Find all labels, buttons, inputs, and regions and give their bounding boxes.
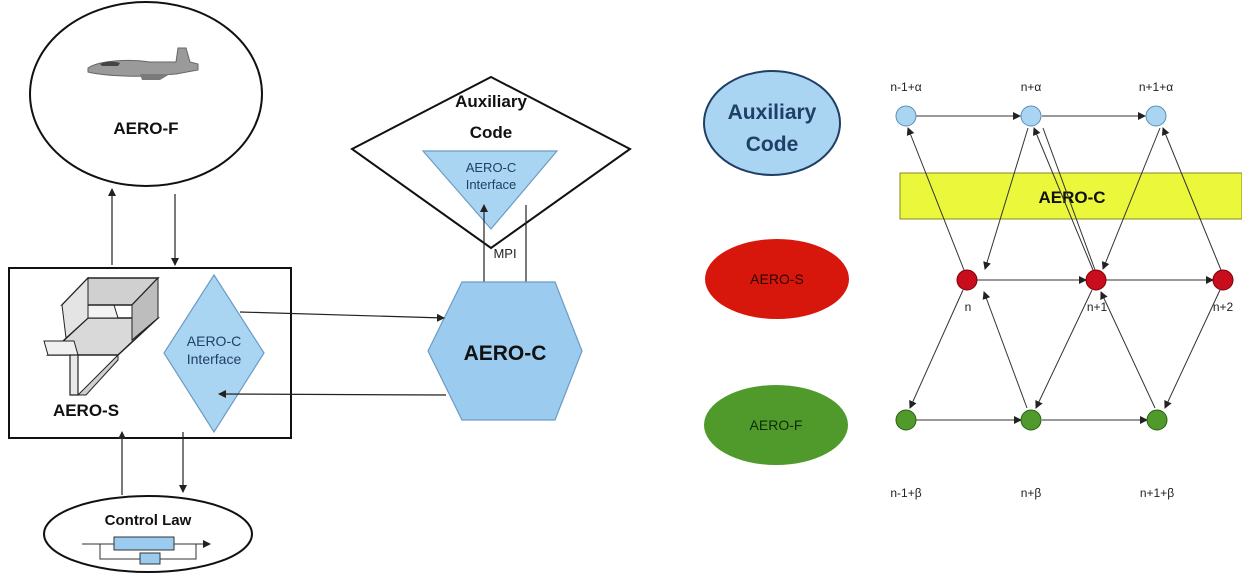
aux-node <box>1145 105 1167 127</box>
structural-beam-icon <box>43 276 160 396</box>
aero-c-node: AERO-C <box>427 281 583 421</box>
bottom-label: n+β <box>1021 486 1042 500</box>
aero-s-interface-line1: AERO-C <box>187 333 241 349</box>
aero-s-nodes <box>956 269 1234 291</box>
auxiliary-line1: Auxiliary <box>455 92 527 111</box>
legend-aero-f: AERO-F <box>704 385 848 465</box>
mid-label: n+2 <box>1213 300 1234 314</box>
aero-f-node: AERO-F <box>29 1 263 187</box>
jet-aircraft-icon <box>87 47 199 80</box>
aero-f-node-dot <box>895 409 917 431</box>
top-label: n+1+α <box>1139 80 1173 94</box>
aero-f-node-dot <box>1020 409 1042 431</box>
aux-node <box>895 105 917 127</box>
aero-f-node-dot <box>1146 409 1168 431</box>
aero-s-label: AERO-S <box>53 401 119 420</box>
aux-node <box>1020 105 1042 127</box>
aux-nodes <box>895 105 1167 127</box>
bottom-label: n+1+β <box>1140 486 1174 500</box>
control-law-label: Control Law <box>105 512 192 529</box>
aero-s-node <box>1212 269 1234 291</box>
aux-interface-line1: AERO-C <box>466 160 517 175</box>
mpi-label: MPI <box>493 246 516 261</box>
legend-auxiliary-line2: Code <box>746 133 799 156</box>
legend-aero-s-label: AERO-S <box>750 271 804 287</box>
timeline-edges <box>906 112 1222 424</box>
auxiliary-line2: Code <box>470 123 513 142</box>
mid-label: n <box>965 300 972 314</box>
aero-c-label: AERO-C <box>464 342 547 365</box>
top-label: n+α <box>1021 80 1042 94</box>
aero-s-node <box>956 269 978 291</box>
auxiliary-code-node: Auxiliary Code AERO-C Interface <box>350 75 632 250</box>
aero-s-interface-line2: Interface <box>187 351 242 367</box>
block-diagram-icon <box>82 536 211 565</box>
aux-interface-line2: Interface <box>466 177 517 192</box>
aero-s-node <box>1085 269 1107 291</box>
aero-f-label: AERO-F <box>113 119 178 138</box>
legend-auxiliary-line1: Auxiliary <box>728 101 817 124</box>
legend-auxiliary: Auxiliary Code <box>703 70 841 176</box>
aero-s-box: AERO-S AERO-C Interface <box>8 267 292 439</box>
top-label: n-1+α <box>890 80 921 94</box>
aero-c-interface-diamond <box>163 273 265 434</box>
control-law-node: Control Law <box>43 495 253 573</box>
aux-interface-triangle <box>421 150 559 230</box>
aero-f-nodes <box>895 409 1168 431</box>
bottom-label: n-1+β <box>890 486 921 500</box>
arrow-interface-to-aeroc <box>239 311 445 322</box>
legend-aero-f-label: AERO-F <box>750 417 803 433</box>
arrow-aeroc-to-interface <box>218 390 447 399</box>
aero-c-bar-label: AERO-C <box>1038 188 1105 207</box>
legend-aero-s: AERO-S <box>705 239 849 319</box>
mid-label: n+1 <box>1087 300 1108 314</box>
